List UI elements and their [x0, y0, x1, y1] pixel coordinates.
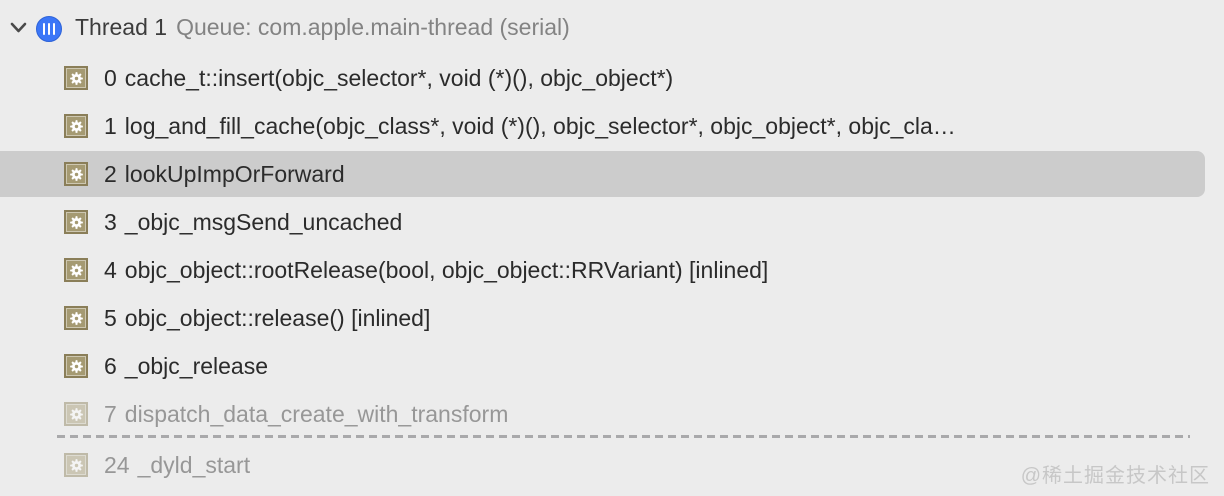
frame-label: 2 lookUpImpOrForward	[104, 161, 345, 188]
frame-index: 3	[104, 208, 117, 235]
frame-label: 4 objc_object::rootRelease(bool, objc_obj…	[104, 257, 768, 284]
frame-name: _objc_release	[124, 352, 269, 379]
stack-frame-row-3[interactable]: 3 _objc_msgSend_uncached	[0, 198, 1224, 246]
gear-icon	[64, 114, 88, 138]
queue-label: Queue: com.apple.main-thread (serial)	[176, 13, 570, 40]
stack-frame-row-6[interactable]: 6 _objc_release	[0, 342, 1224, 390]
gear-icon	[64, 66, 88, 90]
gear-icon	[64, 354, 88, 378]
gear-icon	[64, 402, 88, 426]
frame-label: 5 objc_object::release() [inlined]	[104, 305, 430, 332]
frame-index: 0	[104, 64, 117, 91]
hidden-frames-separator	[57, 435, 1190, 438]
gear-icon	[64, 210, 88, 234]
stack-frame-row-1[interactable]: 1 log_and_fill_cache(objc_class*, void (*…	[0, 102, 1224, 150]
stack-frame-row-7[interactable]: 7 dispatch_data_create_with_transform	[0, 390, 1224, 438]
stack-frame-row-5[interactable]: 5 objc_object::release() [inlined]	[0, 294, 1224, 342]
frame-name: _dyld_start	[137, 451, 251, 478]
stack-frame-row-24[interactable]: 24 _dyld_start	[0, 441, 1224, 489]
frame-label: 6 _objc_release	[104, 353, 268, 380]
stack-frame-row-2-selected[interactable]: 2 lookUpImpOrForward	[0, 150, 1224, 198]
frame-name: cache_t::insert(objc_selector*, void (*)…	[124, 64, 674, 91]
frame-index: 4	[104, 256, 117, 283]
frame-name: lookUpImpOrForward	[124, 160, 345, 187]
frame-name: log_and_fill_cache(objc_class*, void (*)…	[124, 112, 956, 139]
stack-frame-row-0[interactable]: 0 cache_t::insert(objc_selector*, void (*…	[0, 54, 1224, 102]
frame-name: _objc_msgSend_uncached	[124, 208, 403, 235]
gear-icon	[64, 453, 88, 477]
gear-icon	[64, 162, 88, 186]
thread-header[interactable]: Thread 1 Queue: com.apple.main-thread (s…	[0, 0, 1224, 54]
stack-frame-row-4[interactable]: 4 objc_object::rootRelease(bool, objc_obj…	[0, 246, 1224, 294]
frame-name: objc_object::release() [inlined]	[124, 304, 431, 331]
gear-icon	[64, 306, 88, 330]
frame-label: 3 _objc_msgSend_uncached	[104, 209, 402, 236]
frame-name: objc_object::rootRelease(bool, objc_obje…	[124, 256, 769, 283]
frame-label: 1 log_and_fill_cache(objc_class*, void (*…	[104, 113, 956, 140]
thread-title: Thread 1 Queue: com.apple.main-thread (s…	[75, 0, 570, 54]
frame-index: 7	[104, 400, 117, 427]
frame-index: 6	[104, 352, 117, 379]
frame-index: 2	[104, 160, 117, 187]
frame-index: 5	[104, 304, 117, 331]
frame-index: 24	[104, 451, 130, 478]
frame-index: 1	[104, 112, 117, 139]
frame-label: 24 _dyld_start	[104, 452, 250, 479]
thread-paused-icon	[36, 16, 62, 42]
gear-icon	[64, 258, 88, 282]
chevron-down-icon[interactable]	[9, 21, 27, 35]
frame-label: 0 cache_t::insert(objc_selector*, void (*…	[104, 65, 673, 92]
frame-label: 7 dispatch_data_create_with_transform	[104, 401, 508, 428]
frame-name: dispatch_data_create_with_transform	[124, 400, 509, 427]
thread-label: Thread 1	[75, 13, 168, 40]
row-selection-background	[0, 151, 1205, 197]
watermark: @稀土掘金技术社区	[1020, 465, 1210, 487]
